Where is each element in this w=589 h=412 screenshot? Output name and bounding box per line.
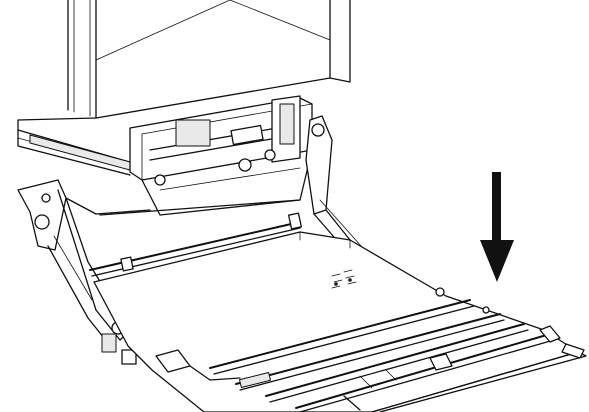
- floor-markings: [331, 269, 357, 289]
- left-arm: [17, 179, 151, 365]
- platform: [93, 231, 587, 412]
- lift-mechanism: [129, 95, 313, 216]
- cross-bars: [89, 199, 302, 277]
- down-arrow-icon: [480, 172, 514, 282]
- vehicle-body: [17, 0, 351, 176]
- platform-bands: [209, 299, 555, 412]
